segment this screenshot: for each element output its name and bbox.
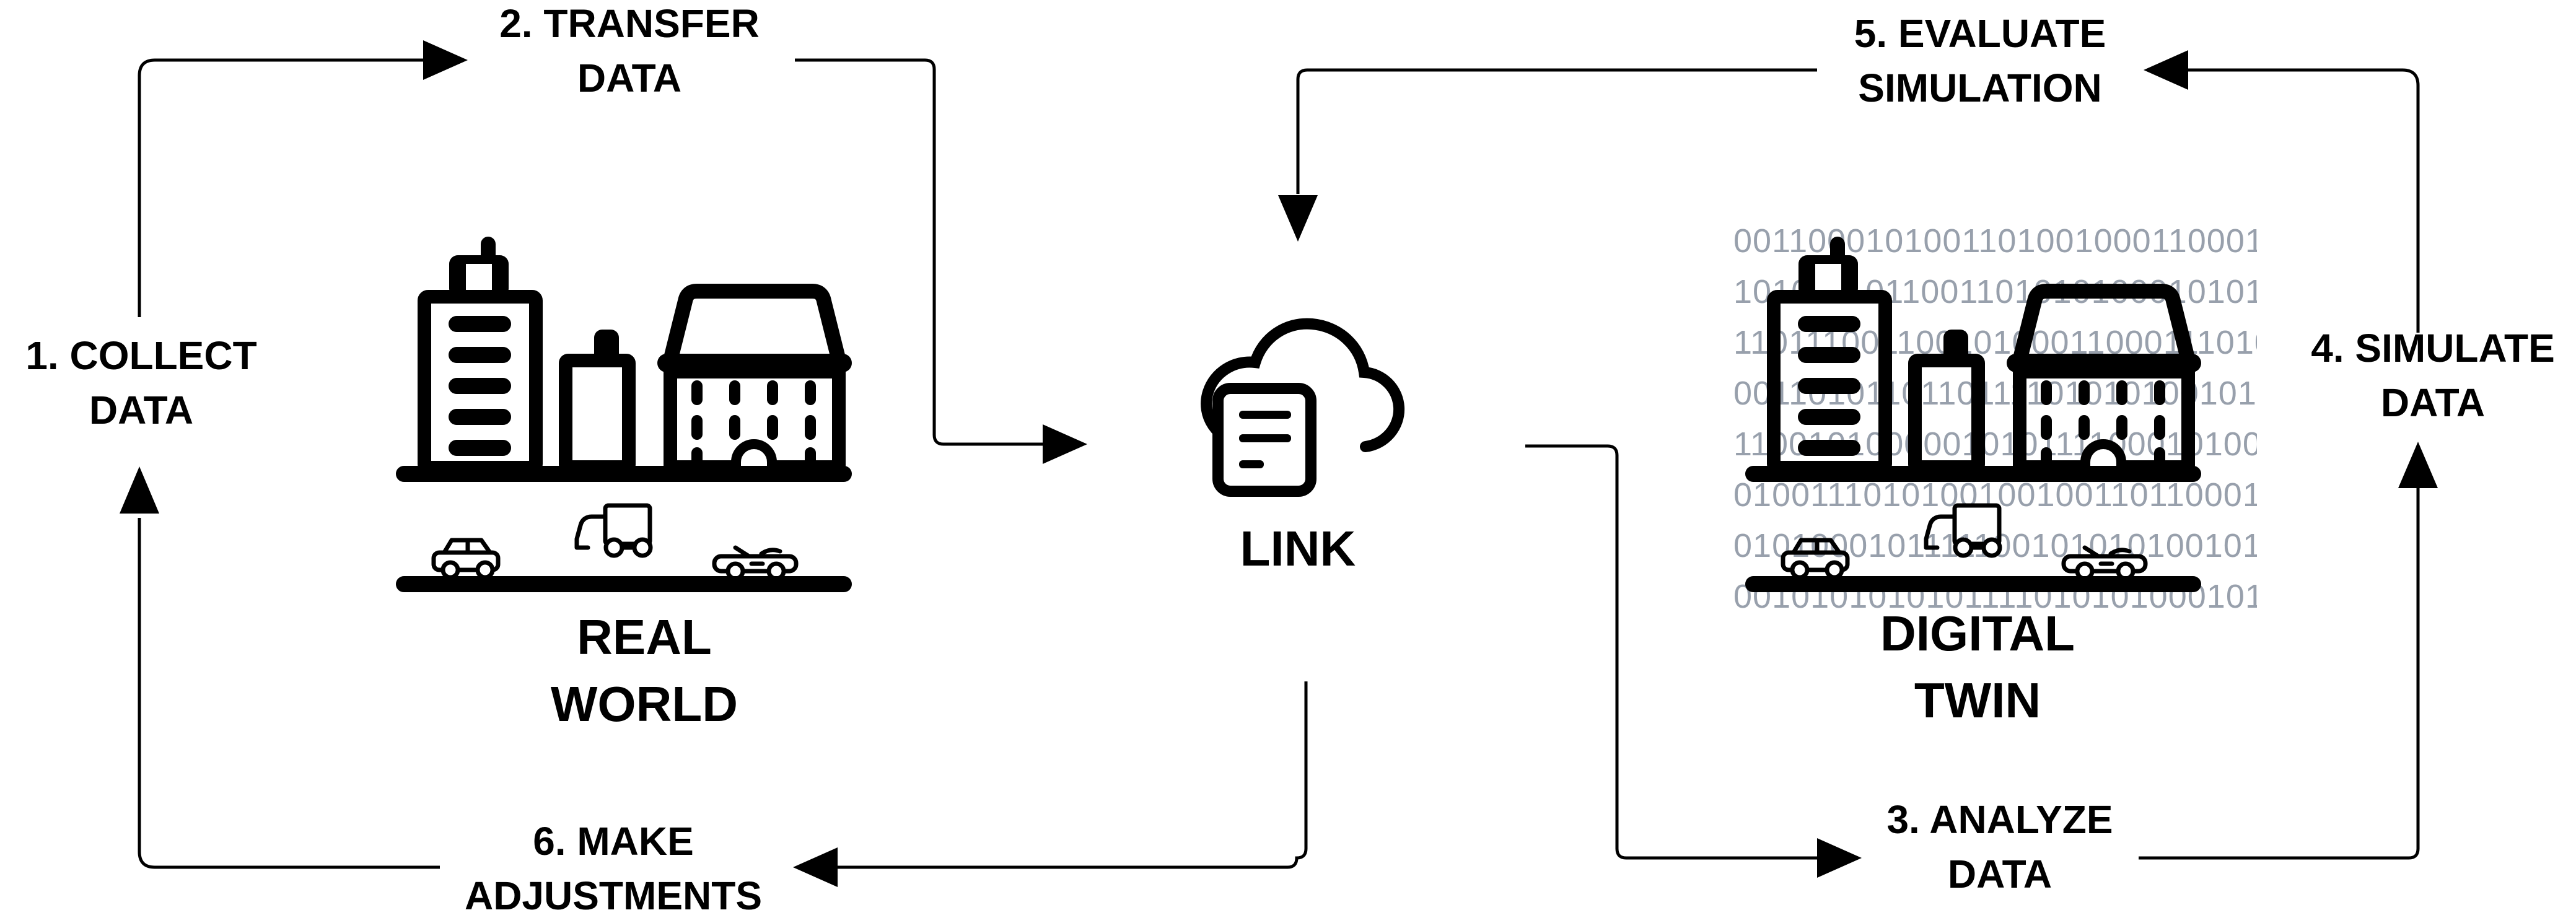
step-label-make-adjustments: 6. MAKE ADJUSTMENTS xyxy=(465,814,762,923)
step-label-line: 3. ANALYZE xyxy=(1886,797,2113,842)
step-label-evaluate-simulation: 5. EVALUATE SIMULATION xyxy=(1854,6,2106,115)
step-label-line: DATA xyxy=(2380,380,2486,425)
title-line: TWIN xyxy=(1914,673,2041,728)
binary-row: 001100010100110100100011000101 xyxy=(1733,222,2257,260)
document-icon xyxy=(1212,383,1316,497)
step-label-line: DATA xyxy=(1947,852,2052,896)
step-label-line: DATA xyxy=(89,388,194,432)
cloud-outline xyxy=(1201,318,1405,452)
title-line: REAL xyxy=(577,610,712,665)
arrowhead-right-into-link xyxy=(1043,424,1087,464)
arrow-line-link-to-make-adjustments xyxy=(838,681,1308,869)
arrow-line-analyze-to-simulate xyxy=(2139,488,2420,860)
title-line: LINK xyxy=(1240,521,1356,576)
step-label-line: ADJUSTMENTS xyxy=(464,873,763,918)
step-label-line: 5. EVALUATE xyxy=(1854,11,2106,56)
digital-twin-title: DIGITAL TWIN xyxy=(1880,600,2075,734)
arrow-line-transfer-to-link xyxy=(795,58,1043,446)
arrowhead-right-transfer xyxy=(423,40,468,80)
link-title: LINK xyxy=(1240,522,1356,576)
arrowhead-left-evaluate xyxy=(2144,50,2188,90)
arrow-line-make-adjustments-to-collect xyxy=(138,518,440,869)
arrow-line-collect-to-transfer xyxy=(138,58,423,317)
step-label-line: DATA xyxy=(577,56,682,100)
step-label-line: 2. TRANSFER xyxy=(499,1,760,46)
cloud-link-icon xyxy=(1201,318,1405,497)
step-label-collect-data: 1. COLLECT DATA xyxy=(25,328,256,437)
title-line: DIGITAL xyxy=(1880,606,2075,661)
step-label-analyze-data: 3. ANALYZE DATA xyxy=(1886,792,2113,901)
arrow-line-link-to-analyze xyxy=(1525,444,1817,860)
step-label-simulate-data: 4. SIMULATE DATA xyxy=(2311,321,2555,430)
cycle-arrows xyxy=(120,40,2438,887)
title-line: WORLD xyxy=(550,676,738,732)
arrowhead-down-into-cloud xyxy=(1278,195,1318,242)
arrowhead-right-analyze xyxy=(1817,838,1862,878)
arrowhead-left-make-adjustments xyxy=(793,847,838,887)
step-label-line: 1. COLLECT xyxy=(25,333,257,378)
arrow-line-evaluate-to-link xyxy=(1296,68,1817,194)
arrowhead-up-simulate xyxy=(2398,442,2438,488)
step-label-line: 6. MAKE xyxy=(533,819,694,864)
step-label-line: 4. SIMULATE xyxy=(2311,326,2555,370)
step-label-line: SIMULATION xyxy=(1858,66,2102,110)
arrow-line-simulate-to-evaluate xyxy=(2188,68,2420,333)
step-label-transfer-data: 2. TRANSFER DATA xyxy=(499,0,760,105)
real-world-title: REAL WORLD xyxy=(551,604,738,738)
arrowhead-up-collect xyxy=(120,466,159,514)
